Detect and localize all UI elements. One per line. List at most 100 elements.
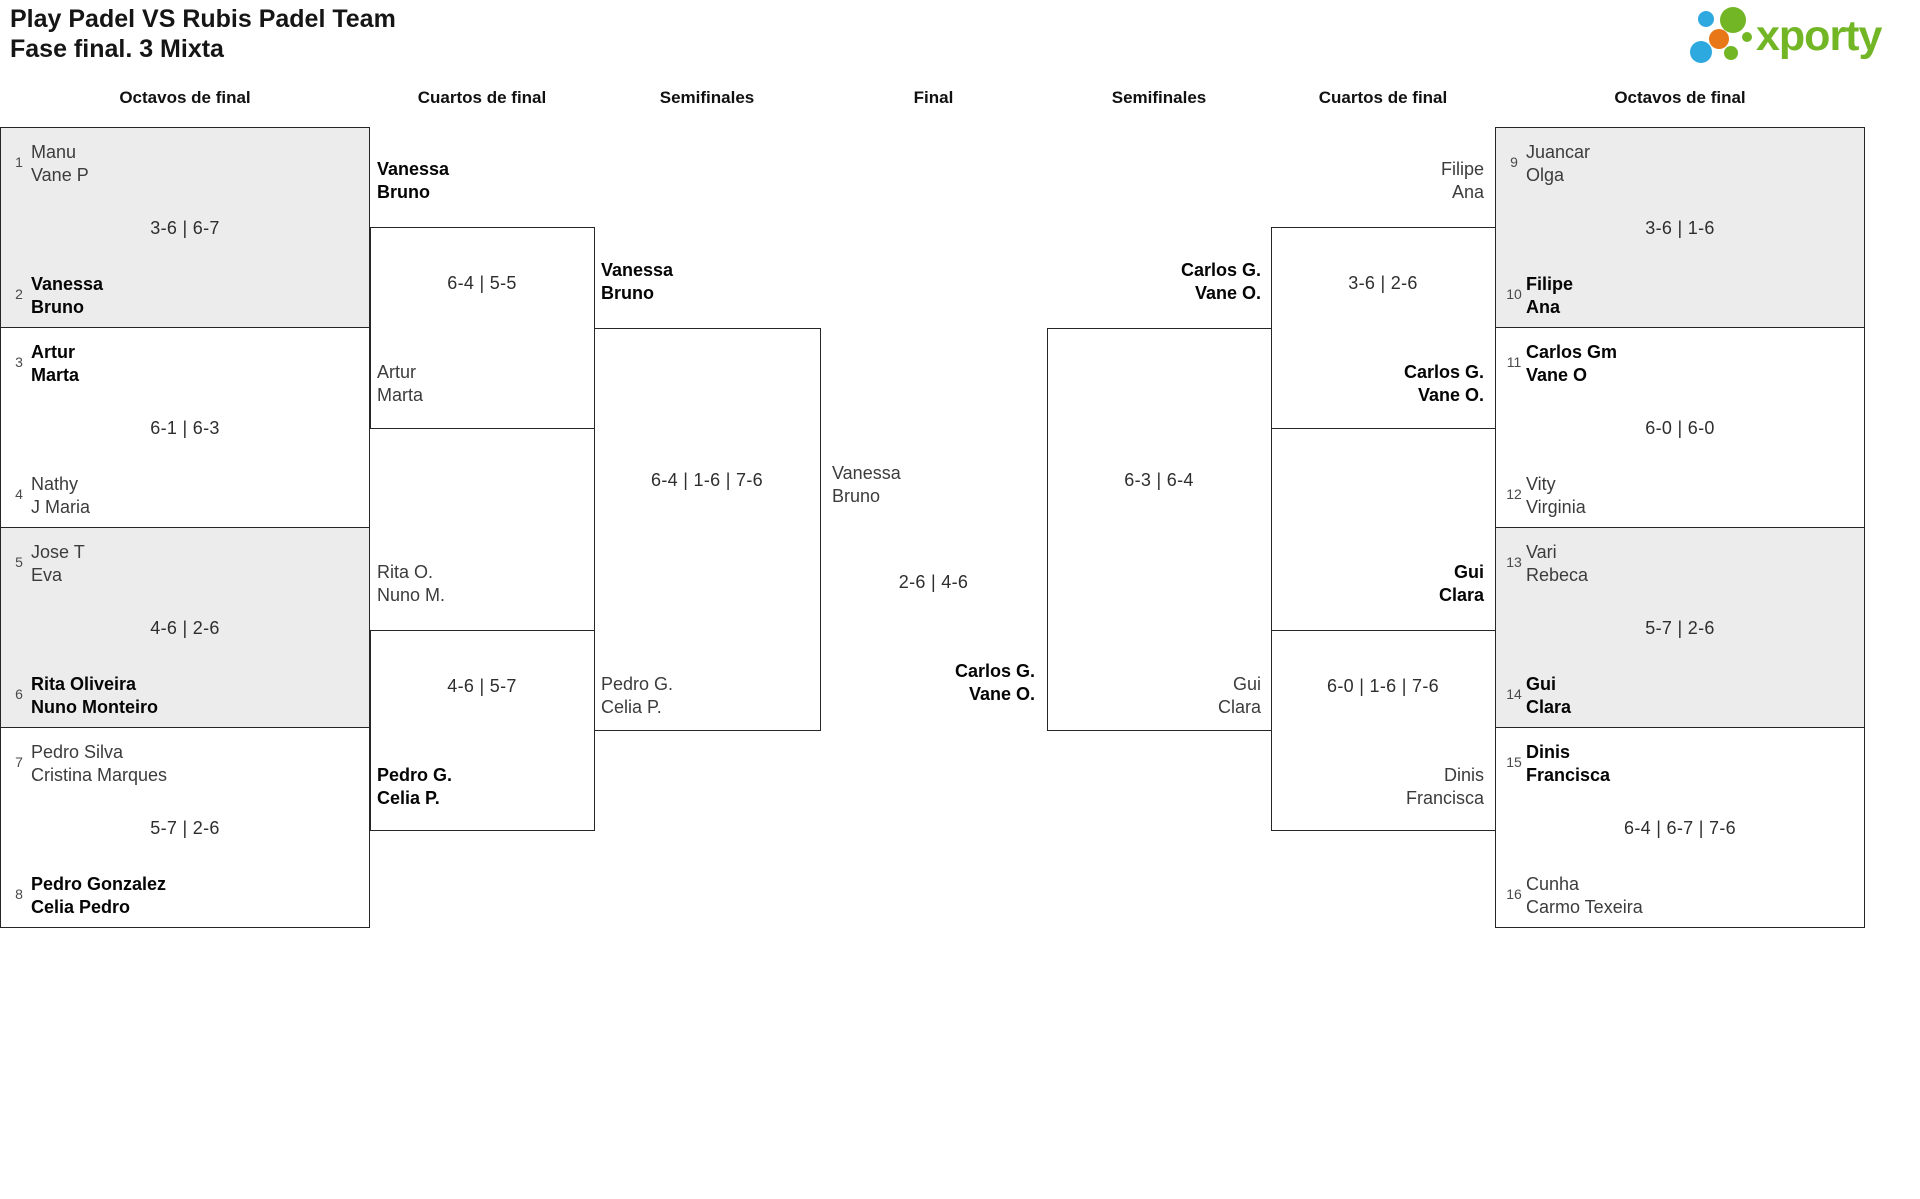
player-1: Juancar — [1526, 142, 1591, 162]
player-2: Clara — [1217, 697, 1261, 717]
player-1: Gui — [1526, 674, 1556, 694]
player-1: Carlos G. — [1180, 260, 1261, 280]
match-score: 5-7 | 2-6 — [150, 818, 220, 838]
seed-number: 15 — [1506, 754, 1522, 770]
round-header-semis-right: Semifinales — [1111, 88, 1207, 107]
team-name: Vari Rebeca — [1526, 541, 1588, 587]
player-1: Vanessa — [832, 463, 901, 483]
player-1: Vari — [1526, 542, 1557, 562]
player-1: Filipe — [1526, 274, 1574, 294]
team-name: Pedro G. Celia P. — [601, 673, 673, 719]
seed-number: 8 — [15, 886, 23, 902]
player-2: Clara — [1438, 585, 1484, 605]
player-1: Jose T — [31, 542, 85, 562]
round-header-cuartos-left: Cuartos de final — [417, 88, 547, 107]
player-2: Francisca — [1526, 765, 1611, 785]
player-2: Bruno — [832, 486, 881, 506]
player-2: Bruno — [31, 297, 84, 317]
player-2: Bruno — [377, 182, 430, 202]
logo-wordmark: xporty — [1756, 12, 1883, 60]
player-2: Ana — [1526, 297, 1561, 317]
xporty-logo[interactable]: xporty — [1684, 2, 1916, 68]
match-score: 6-4 | 5-5 — [447, 273, 517, 293]
player-1: Rita Oliveira — [31, 674, 137, 694]
seed-number: 9 — [1510, 154, 1518, 170]
player-2: Olga — [1526, 165, 1565, 185]
match-score: 3-6 | 6-7 — [150, 218, 220, 238]
semifinal-right-box — [1047, 328, 1272, 731]
match-score: 6-0 | 1-6 | 7-6 — [1327, 676, 1439, 696]
player-1: Nathy — [31, 474, 79, 494]
player-1: Vity — [1526, 474, 1556, 494]
seed-number: 4 — [15, 486, 23, 502]
player-2: J Maria — [31, 497, 91, 517]
player-1: Pedro G. — [377, 765, 453, 785]
player-2: Clara — [1526, 697, 1572, 717]
match-score: 4-6 | 5-7 — [447, 676, 517, 696]
octavos-right-match-4: 15 Dinis Francisca 6-4 | 6-7 | 7-6 16 Cu… — [1495, 727, 1865, 928]
match-score: 2-6 | 4-6 — [898, 572, 969, 592]
player-2: Vane O — [1526, 365, 1588, 385]
team-name: Artur Marta — [377, 361, 423, 407]
seed-number: 12 — [1506, 486, 1522, 502]
round-header-octavos-left: Octavos de final — [119, 88, 251, 107]
octavos-right-match-2: 11 Carlos Gm Vane O 6-0 | 6-0 12 Vity Vi… — [1495, 327, 1865, 528]
player-1: Vanessa — [377, 159, 450, 179]
seed-number: 3 — [15, 354, 23, 370]
semifinal-left-box — [594, 328, 821, 731]
logo-dot-green-small — [1724, 46, 1738, 60]
match-score: 5-7 | 2-6 — [1645, 618, 1715, 638]
team-name: Vanessa Bruno — [832, 462, 901, 508]
seed-number: 11 — [1506, 354, 1522, 370]
player-2: Vane O. — [1194, 283, 1261, 303]
seed-number: 7 — [15, 754, 23, 770]
team-name: Rita O. Nuno M. — [377, 561, 445, 607]
player-2: Celia Pedro — [31, 897, 131, 917]
player-2: Nuno Monteiro — [31, 697, 158, 717]
team-name: Dinis Francisca — [1277, 764, 1484, 810]
team-name: Filipe Ana — [1526, 273, 1573, 319]
match-score: 6-1 | 6-3 — [150, 418, 220, 438]
player-1: Pedro Silva — [31, 742, 124, 762]
seed-number: 2 — [15, 286, 23, 302]
match-score: 3-6 | 1-6 — [1645, 218, 1715, 238]
team-name: Pedro G. Celia P. — [377, 764, 452, 810]
seed-number: 13 — [1506, 554, 1522, 570]
team-name: Vanessa Bruno — [601, 259, 673, 305]
match-score: 6-0 | 6-0 — [1645, 418, 1715, 438]
octavos-right-match-1: 9 Juancar Olga 3-6 | 1-6 10 Filipe Ana — [1495, 127, 1865, 328]
player-1: Gui — [1232, 674, 1261, 694]
player-2: Vane O. — [968, 684, 1035, 704]
seed-number: 6 — [15, 686, 23, 702]
octavos-left-match-2: 3 Artur Marta 6-1 | 6-3 4 Nathy J Maria — [0, 327, 370, 528]
player-1: Cunha — [1526, 874, 1580, 894]
player-2: Eva — [31, 565, 63, 585]
octavos-left-match-3: 5 Jose T Eva 4-6 | 2-6 6 Rita Oliveira N… — [0, 527, 370, 728]
seed-number: 5 — [15, 554, 23, 570]
round-header-cuartos-right: Cuartos de final — [1318, 88, 1448, 107]
player-1: Carlos G. — [1403, 362, 1484, 382]
team-name: Pedro Gonzalez Celia Pedro — [31, 873, 166, 919]
tournament-title: Play Padel VS Rubis Padel Team — [10, 5, 396, 33]
team-name: Manu Vane P — [31, 141, 89, 187]
seed-number: 1 — [15, 154, 23, 170]
player-2: Virginia — [1526, 497, 1586, 517]
page-title: Play Padel VS Rubis Padel Team Fase fina… — [10, 4, 396, 64]
team-name: Carlos G. Vane O. — [828, 660, 1035, 706]
team-name: Filipe Ana — [1277, 158, 1484, 204]
team-name: Gui Clara — [1054, 673, 1261, 719]
player-2: Carmo Texeira — [1526, 897, 1643, 917]
team-name: Jose T Eva — [31, 541, 85, 587]
player-2: Cristina Marques — [31, 765, 168, 785]
team-name: Nathy J Maria — [31, 473, 90, 519]
logo-dot-blue-small — [1698, 11, 1714, 27]
player-1: Pedro G. — [601, 674, 674, 694]
logo-dot-green-tiny — [1742, 32, 1752, 42]
player-2: Bruno — [601, 283, 654, 303]
player-2: Celia P. — [601, 697, 662, 717]
logo-dot-blue-large — [1690, 41, 1712, 63]
match-score: 6-4 | 1-6 | 7-6 — [651, 470, 763, 490]
player-1: Manu — [31, 142, 77, 162]
team-name: Dinis Francisca — [1526, 741, 1610, 787]
player-2: Vane P — [31, 165, 89, 185]
